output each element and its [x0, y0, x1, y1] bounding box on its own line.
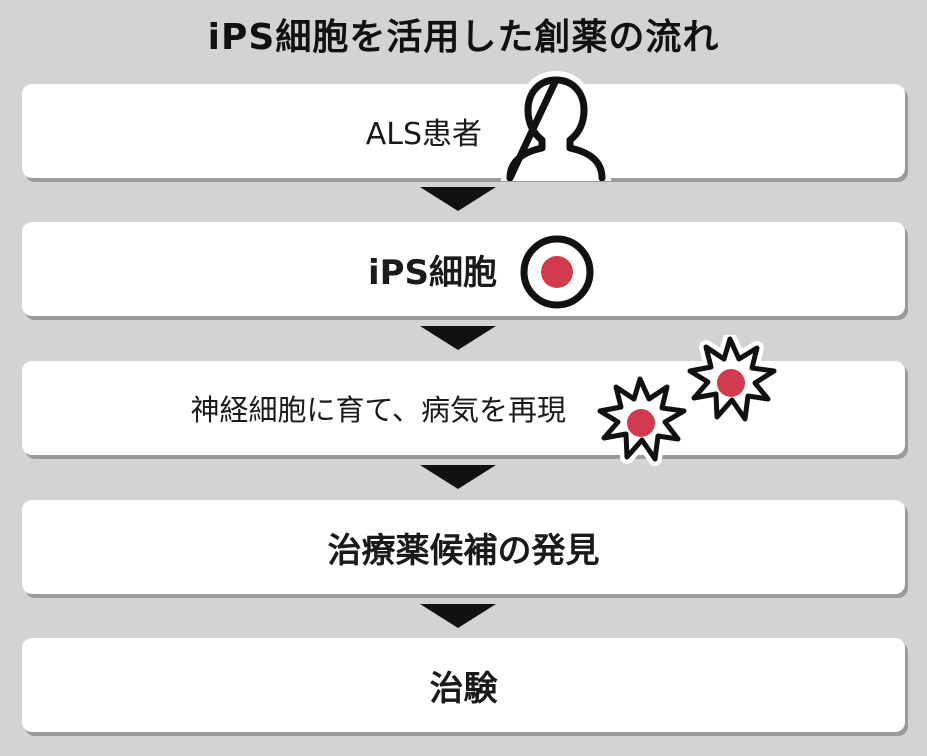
- damaged-cell-left: [593, 372, 691, 466]
- step-drug-candidate-discovery: 治療薬候補の発見: [22, 500, 905, 594]
- step-label: 治験: [429, 668, 498, 709]
- step-als-patient: ALS患者: [22, 84, 905, 178]
- step-label: ALS患者: [365, 117, 482, 152]
- person-icon: [501, 71, 611, 181]
- damaged-cell-right: [683, 335, 781, 426]
- cell-icon: [520, 235, 594, 309]
- step-label: 神経細胞に育て、病気を再現: [190, 393, 566, 427]
- step-ips-cell: iPS細胞: [22, 222, 905, 316]
- diagram-title: iPS細胞を活用した創薬の流れ: [207, 17, 720, 58]
- damaged-cell-icon: [593, 335, 781, 466]
- step-label: iPS細胞: [367, 252, 497, 293]
- step-clinical-trial: 治験: [22, 638, 905, 732]
- flow-arrow-4: [420, 604, 496, 628]
- step-label: 治療薬候補の発見: [327, 530, 600, 571]
- flow-arrow-3: [420, 465, 496, 489]
- flow-arrow-2: [420, 326, 496, 350]
- flow-arrow-1: [420, 187, 496, 211]
